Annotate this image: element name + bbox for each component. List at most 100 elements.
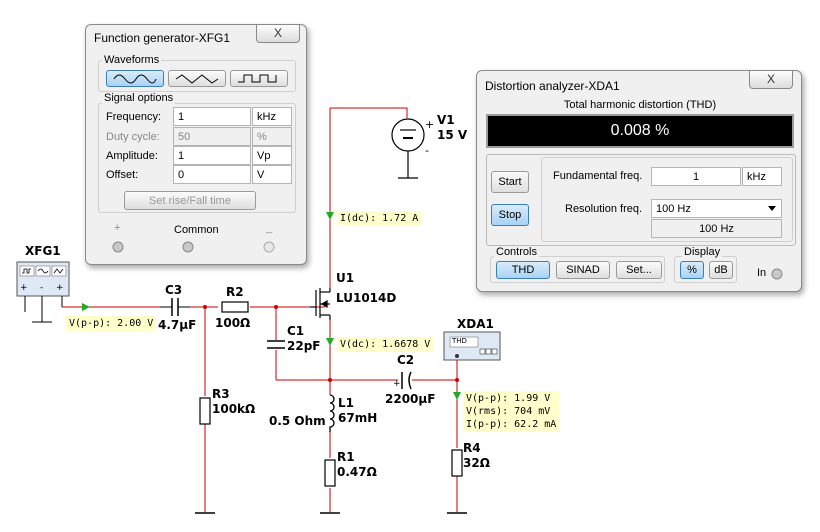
l1-value: 67mH [338, 411, 378, 425]
c3-value: 4.7µF [158, 318, 197, 332]
duty-cycle-label: Duty cycle: [106, 131, 160, 143]
fundamental-freq-unit[interactable]: kHz [742, 167, 782, 186]
close-icon: X [273, 26, 282, 40]
thd-button[interactable]: THD [496, 261, 550, 279]
common-terminal-icon [182, 241, 194, 253]
probe-supply-arrow [326, 212, 334, 220]
sine-wave-icon [113, 74, 157, 84]
resolution-freq-label: Resolution freq. [565, 203, 643, 215]
r2-resistor[interactable] [221, 301, 249, 313]
minus-terminal-icon [263, 241, 275, 253]
close-button[interactable]: X [749, 71, 793, 89]
r2-value: 100Ω [215, 316, 251, 330]
amplitude-unit[interactable]: Vp [252, 146, 292, 165]
resolution-freq-readout: 100 Hz [651, 219, 782, 238]
duty-cycle-input[interactable]: 50 [173, 127, 251, 146]
terminal-icons [112, 241, 275, 253]
svg-text:-: - [40, 283, 43, 293]
set-button[interactable]: Set... [616, 261, 662, 279]
window-title: Function generator-XFG1 [94, 31, 231, 45]
stop-button[interactable]: Stop [491, 204, 529, 226]
fundamental-freq-input[interactable]: 1 [651, 167, 741, 186]
svg-text:+: + [425, 118, 434, 131]
db-button[interactable]: dB [709, 261, 733, 279]
c2-capacitor[interactable]: + [393, 371, 412, 390]
probe-supply[interactable]: I(dc): 1.72 A [337, 211, 422, 226]
probe-output-arrow [453, 392, 461, 400]
amplitude-input[interactable]: 1 [173, 146, 251, 165]
xda1-label: XDA1 [457, 317, 494, 331]
offset-unit[interactable]: V [252, 165, 292, 184]
v1-dc-source[interactable]: + - [391, 118, 434, 179]
svg-text:+: + [20, 283, 28, 293]
sine-wave-button[interactable] [106, 70, 164, 87]
duty-cycle-unit[interactable]: % [252, 127, 292, 146]
probe-source[interactable]: V(dc): 1.6678 V [337, 337, 434, 352]
probe-output-line3: I(p-p): 62.2 mA [466, 419, 557, 430]
triangle-wave-button[interactable] [168, 70, 226, 87]
resolution-freq-select[interactable]: 100 Hz [651, 199, 782, 218]
close-button[interactable]: X [256, 25, 300, 43]
xfg1-label: XFG1 [25, 244, 61, 258]
frequency-unit[interactable]: kHz [252, 107, 292, 126]
frequency-input[interactable]: 1 [173, 107, 251, 126]
svg-text:+: + [56, 283, 64, 293]
minus-terminal-label: _ [266, 222, 273, 234]
chevron-down-icon [768, 206, 776, 211]
r3-resistor[interactable] [199, 397, 211, 425]
c1-capacitor[interactable] [267, 340, 285, 349]
r1-resistor[interactable] [324, 459, 336, 487]
set-rise-fall-button[interactable]: Set rise/Fall time [124, 191, 256, 210]
controls-group [490, 256, 665, 283]
offset-input[interactable]: 0 [173, 165, 251, 184]
common-terminal-label: Common [174, 224, 219, 236]
start-button[interactable]: Start [491, 171, 529, 193]
xfg1-instrument[interactable]: + - + [16, 261, 70, 323]
c1-name: C1 [287, 324, 305, 338]
probe-input-arrow [82, 303, 90, 311]
l1-inductor[interactable] [329, 394, 335, 432]
u1-transistor[interactable] [310, 288, 331, 320]
u1-name: U1 [336, 271, 355, 285]
u1-value: LU1014D [336, 291, 397, 305]
frequency-label: Frequency: [106, 111, 162, 123]
svg-text:+: + [393, 379, 401, 389]
display-label: Display [682, 246, 723, 258]
plus-terminal-icon [112, 241, 124, 253]
c3-capacitor[interactable] [160, 298, 190, 316]
fundamental-freq-label: Fundamental freq. [553, 170, 643, 182]
l1-resistance: 0.5 Ohm [269, 414, 326, 428]
distortion-analyzer-window[interactable]: Distortion analyzer-XDA1 X Total harmoni… [476, 70, 802, 292]
square-wave-icon [238, 74, 277, 83]
r2-name: R2 [226, 285, 244, 299]
percent-button[interactable]: % [680, 261, 704, 279]
square-wave-button[interactable] [230, 70, 288, 87]
r1-name: R1 [337, 450, 355, 464]
plus-terminal-label: + [114, 222, 121, 234]
r4-resistor[interactable] [451, 449, 463, 477]
junctions [203, 305, 459, 382]
wires [62, 107, 458, 512]
r3-value: 100kΩ [212, 402, 256, 416]
close-icon: X [766, 72, 775, 86]
input-terminal-label: In [757, 267, 767, 279]
waveforms-group [98, 60, 296, 92]
c2-value: 2200µF [385, 392, 436, 406]
probe-output[interactable]: V(p-p): 1.99 V V(rms): 704 mV I(p-p): 62… [463, 391, 560, 432]
sinad-button[interactable]: SINAD [556, 261, 610, 279]
triangle-wave-icon [175, 74, 219, 84]
waveforms-label: Waveforms [102, 54, 162, 66]
l1-name: L1 [338, 396, 354, 410]
measurement-panel [486, 154, 796, 246]
function-generator-window[interactable]: Function generator-XFG1 X Waveforms Sign… [85, 24, 307, 265]
offset-label: Offset: [106, 169, 139, 181]
xda1-instrument[interactable] [443, 331, 501, 361]
probe-input[interactable]: V(p-p): 2.00 V [66, 316, 157, 331]
svg-text:-: - [425, 144, 429, 157]
xda1-screen-text: THD [452, 337, 467, 345]
c3-name: C3 [165, 283, 183, 297]
r1-value: 0.47Ω [337, 465, 377, 479]
frequency-settings-group [541, 157, 793, 242]
resolution-freq-selected: 100 Hz [656, 203, 691, 215]
